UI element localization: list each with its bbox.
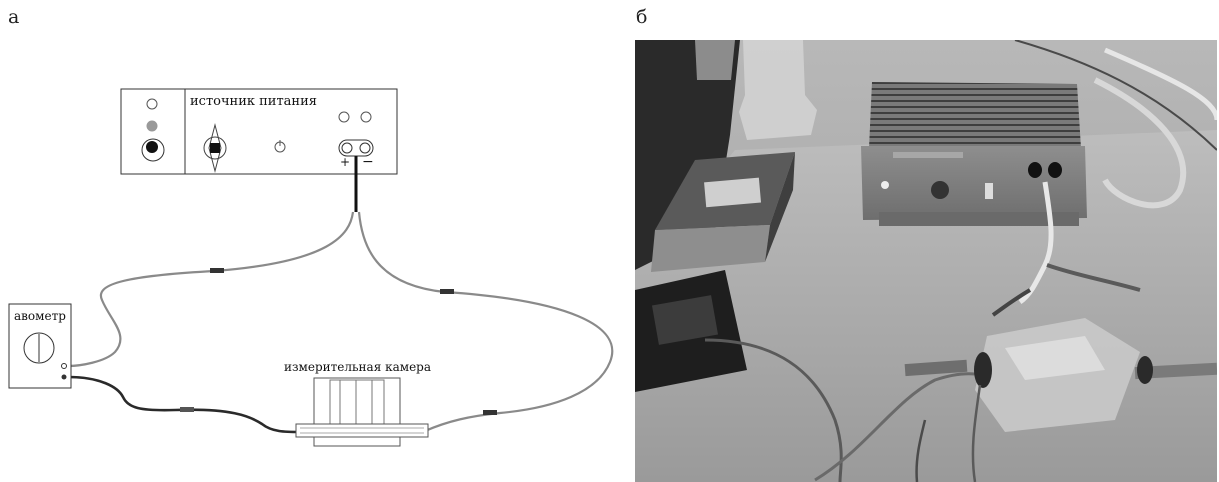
wire-connector-1	[210, 268, 224, 273]
power-knob-center-icon	[146, 141, 158, 153]
power-supply-label: источник питания	[190, 94, 317, 109]
ohmmeter-label: авометр	[14, 309, 66, 323]
wire-supply-to-ohmmeter	[67, 211, 355, 368]
measuring-chamber: измерительная камера	[284, 360, 431, 447]
panel-a-label: а	[8, 6, 20, 28]
lab-setup-photo	[635, 40, 1217, 482]
wire-ohmmeter-to-chamber	[67, 375, 301, 434]
ohmmeter-box: авометр	[8, 303, 72, 389]
indicator-right-1-icon	[338, 111, 350, 123]
indicator-light-gray-icon	[146, 120, 158, 132]
photo-multimeter	[635, 270, 747, 392]
photo-power-supply	[861, 82, 1087, 226]
plus-sign: +	[340, 155, 350, 169]
chamber-label: измерительная камера	[284, 360, 431, 374]
wire-connector-4	[180, 407, 194, 412]
panel-b-label: б	[636, 6, 648, 28]
schematic-diagram: + − источник питания авометр измерительн…	[8, 88, 614, 447]
wire-connector-3	[483, 410, 497, 415]
ohmmeter-terminal-2-icon	[61, 374, 67, 380]
regulator-knob-icon	[203, 123, 227, 173]
indicator-right-2-icon	[360, 111, 372, 123]
wire-connector-2	[440, 289, 454, 294]
photo-box	[651, 152, 795, 272]
minus-sign: −	[362, 154, 374, 170]
power-supply-box: + − источник питания	[120, 88, 398, 175]
power-switch-icon	[274, 140, 286, 153]
indicator-light-off-icon	[146, 98, 158, 110]
ohmmeter-terminal-1-icon	[61, 363, 67, 369]
photo-chamber	[904, 318, 1217, 432]
